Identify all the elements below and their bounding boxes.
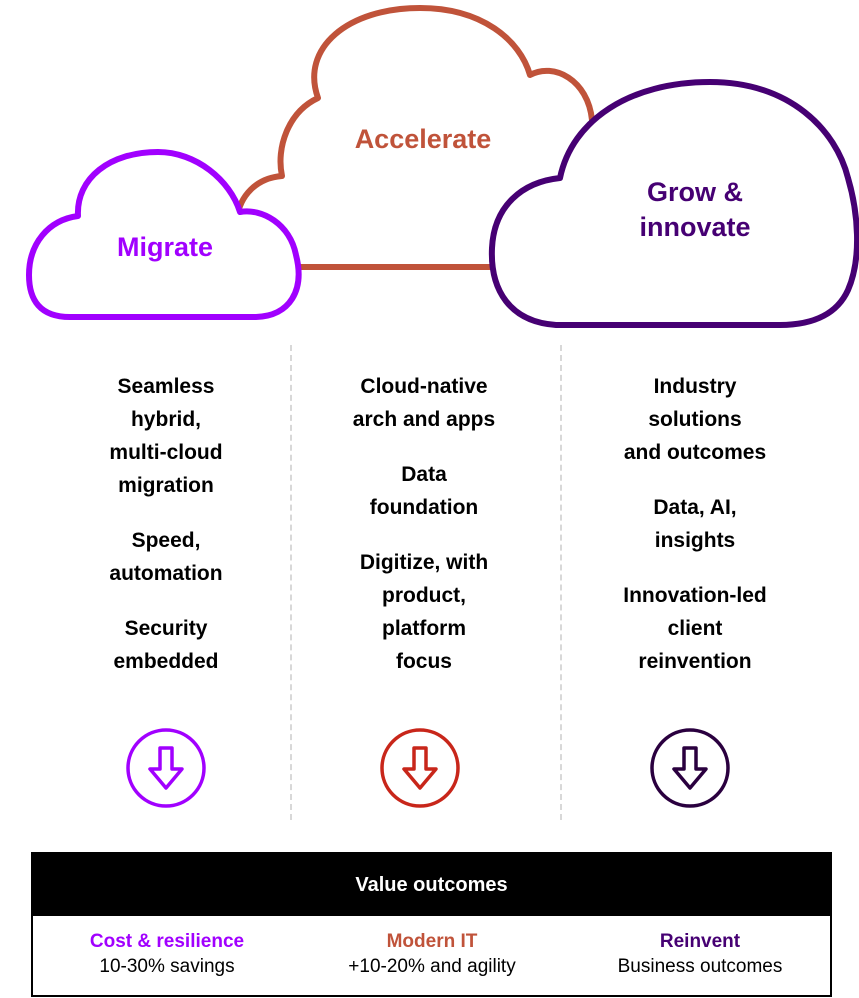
outcome-title: Modern IT <box>386 931 478 952</box>
migrate-item: Security embedded <box>113 617 219 673</box>
grow-item: Innovation-led client reinvention <box>623 584 767 673</box>
outcome-cost: Cost & resilience 10-30% savings <box>37 930 297 980</box>
migrate-cloud <box>26 149 302 320</box>
clouds-graphic <box>26 5 859 328</box>
migrate-item: Speed, automation <box>109 529 223 585</box>
outcome-value: 10-30% savings <box>99 956 235 977</box>
accelerate-item: Cloud-native arch and apps <box>352 375 496 431</box>
column-divider <box>290 345 292 820</box>
arrow-down-circle-icon <box>650 728 730 808</box>
value-outcomes-header: Value outcomes <box>33 854 830 916</box>
arrow-down-circle-icon <box>126 728 206 808</box>
value-outcomes-box: Value outcomes Cost & resilience 10-30% … <box>31 852 832 997</box>
grow-item: Industry solutions and outcomes <box>623 375 767 464</box>
grow-item: Data, AI, insights <box>653 496 737 552</box>
migrate-item: Seamless hybrid, multi-cloud migration <box>109 375 223 497</box>
phase-title-migrate: Migrate <box>116 232 214 262</box>
phase-title-accelerate: Accelerate <box>354 124 492 154</box>
outcome-reinvent: Reinvent Business outcomes <box>570 930 830 980</box>
column-divider <box>560 345 562 820</box>
arrow-down-circle-icon <box>380 728 460 808</box>
outcome-modern-it: Modern IT +10-20% and agility <box>302 930 562 980</box>
accelerate-item: Digitize, with product, platform focus <box>359 551 489 673</box>
outcome-value: +10-20% and agility <box>348 956 516 977</box>
accelerate-item: Data foundation <box>369 463 479 519</box>
outcome-value: Business outcomes <box>617 956 783 977</box>
migrate-column: Seamless hybrid, multi-cloud migration S… <box>41 370 291 700</box>
grow-cloud <box>488 79 859 328</box>
phase-title-grow: Grow & innovate <box>639 177 751 242</box>
grow-column: Industry solutions and outcomes Data, AI… <box>570 370 820 700</box>
outcome-title: Cost & resilience <box>89 931 245 952</box>
outcome-title: Reinvent <box>659 931 741 952</box>
accelerate-column: Cloud-native arch and apps Data foundati… <box>299 370 549 700</box>
